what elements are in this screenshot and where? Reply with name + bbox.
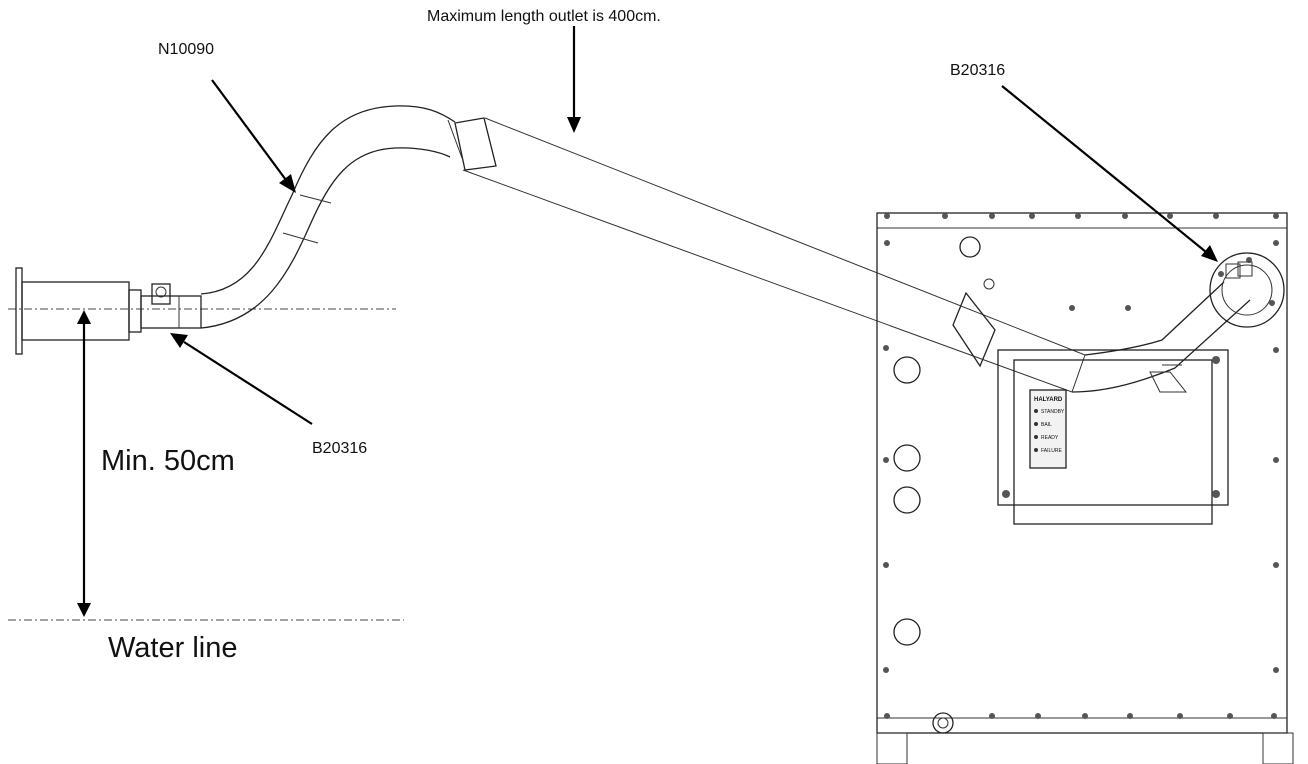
port-3 (893, 486, 921, 514)
unit-outlet-flange (1209, 252, 1285, 328)
sleeve-bottom (952, 291, 996, 368)
leader-b20316-right (1001, 85, 1218, 262)
label-n10090: N10090 (158, 41, 214, 58)
label-min-height: Min. 50cm (101, 445, 235, 477)
pump-housing (876, 212, 1294, 764)
outlet-hose-straight (454, 117, 1251, 393)
clamp-left-body (140, 295, 202, 329)
panel-indicator-2: BAIL (1041, 422, 1052, 428)
panel-indicator-1: STANDBY (1041, 409, 1065, 415)
control-box: HALYARD STANDBY BAIL READY FAILURE (997, 349, 1229, 525)
height-dimension (77, 310, 91, 617)
port-1 (893, 356, 921, 384)
sleeve-top (454, 117, 497, 171)
port-2 (893, 444, 921, 472)
leader-n10090 (211, 79, 296, 193)
label-max-length: Maximum length outlet is 400cm. (427, 8, 661, 25)
logo-mark (1149, 364, 1188, 393)
leader-max-length (567, 26, 581, 133)
panel-brand: HALYARD (1034, 397, 1063, 403)
label-b20316-right: B20316 (950, 62, 1005, 79)
label-water-line: Water line (108, 632, 237, 664)
indicator-panel (1029, 389, 1067, 469)
outlet-fitting (15, 267, 202, 355)
leader-b20316-left (170, 333, 313, 425)
port-4 (893, 618, 921, 646)
panel-indicator-3: READY (1041, 435, 1059, 441)
label-b20316-left: B20316 (312, 440, 367, 457)
panel-indicator-4: FAILURE (1041, 448, 1063, 454)
hose-curve-n10090 (200, 105, 463, 329)
